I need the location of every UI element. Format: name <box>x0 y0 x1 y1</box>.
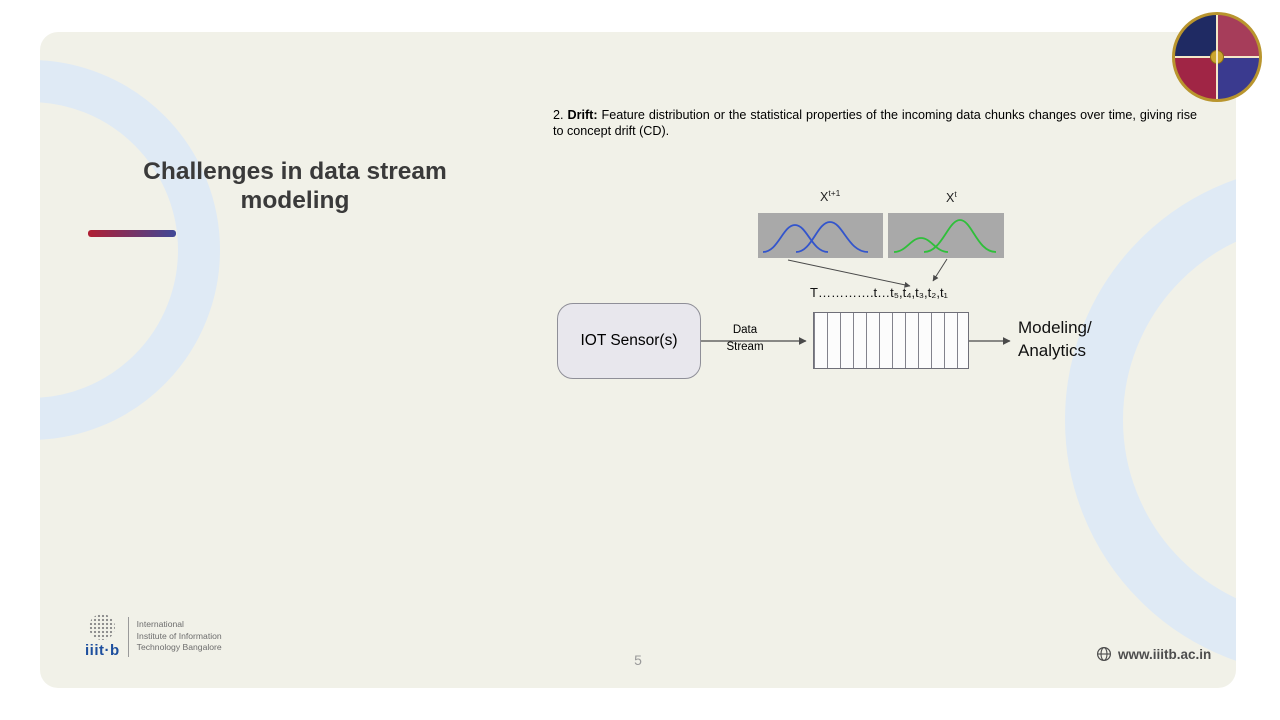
distribution-plot-next <box>758 213 883 258</box>
website-url: www.iiitb.ac.in <box>1118 646 1212 662</box>
iiitb-logo-mark: iiit·b <box>85 614 120 659</box>
page-title: Challenges in data stream modeling <box>100 158 490 216</box>
iiitb-logo: iiit·b International Institute of Inform… <box>85 614 222 659</box>
iiitb-globe-icon <box>89 614 116 640</box>
blue-distribution-curves <box>762 221 869 253</box>
institute-name-line1: International <box>136 619 184 630</box>
green-distribution-curves <box>893 219 997 253</box>
institute-emblem-logo <box>1172 12 1262 102</box>
dist-label-base: X <box>820 190 829 205</box>
dist-label-sup: t <box>954 189 957 199</box>
dist-label-sup: t+1 <box>828 188 841 198</box>
decorative-ring-right <box>1065 165 1236 675</box>
drift-paragraph: 2. Drift: Feature distribution or the st… <box>553 107 1197 140</box>
institute-name: International Institute of Information T… <box>137 619 222 654</box>
slide-canvas <box>40 32 1236 688</box>
title-accent-bar <box>88 230 176 237</box>
distribution-label-current: Xt <box>946 189 957 205</box>
institute-name-line3: Technology Bangalore <box>136 642 222 653</box>
data-stream-queue <box>813 312 969 369</box>
iiitb-wordmark: iiit·b <box>85 642 120 659</box>
decorative-ring-left <box>40 60 220 440</box>
distribution-label-next: Xt+1 <box>820 188 840 204</box>
drift-body-text: Feature distribution or the statistical … <box>553 108 1197 139</box>
timeline-label: T………….t…t₅,t₄,t₃,t₂,t₁ <box>810 285 948 300</box>
globe-icon <box>1096 646 1112 662</box>
distribution-plot-current <box>888 213 1004 258</box>
drift-term: Drift: <box>567 108 598 122</box>
page-title-line2: modeling <box>240 186 350 214</box>
data-stream-label: Data Stream <box>726 324 764 354</box>
page-number: 5 <box>634 652 642 668</box>
logo-divider <box>127 616 129 657</box>
page-title-line1: Challenges in data stream <box>143 158 447 185</box>
website-link: www.iiitb.ac.in <box>1096 646 1211 662</box>
iot-sensor-box: IOT Sensor(s) <box>557 303 701 379</box>
institute-name-line2: Institute of Information <box>136 630 222 641</box>
dist-label-base: X <box>946 191 955 206</box>
emblem-hub <box>1210 50 1224 64</box>
drift-number: 2. <box>553 108 564 122</box>
modeling-analytics-label: Modeling/ Analytics <box>1018 318 1092 360</box>
